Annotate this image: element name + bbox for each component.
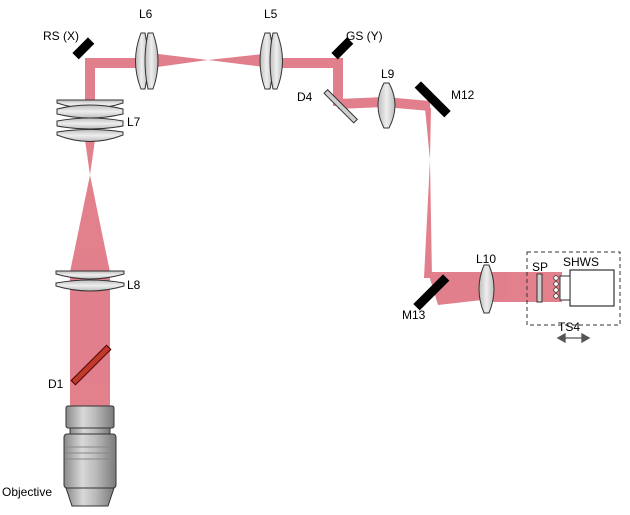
- ts4-arrow: [556, 332, 591, 344]
- ts4-stage-box: [526, 251, 621, 326]
- label-rs: RS (X): [43, 29, 79, 43]
- label-l8: L8: [127, 278, 141, 292]
- mirror-m12: [414, 81, 451, 118]
- label-objective: Objective: [2, 485, 52, 499]
- lens-l8: [55, 270, 125, 292]
- gs-y-scanner: [331, 37, 354, 60]
- mirror-m13: [413, 274, 450, 311]
- label-l9: L9: [381, 67, 395, 81]
- beam-gs-to-d4: [333, 58, 343, 106]
- label-l6: L6: [139, 7, 153, 21]
- lens-l10: [478, 264, 495, 314]
- lens-l7: [56, 99, 124, 142]
- beam-l6-l5: [150, 53, 272, 68]
- beam-l10-to-shws: [482, 272, 562, 302]
- lens-l6: [135, 32, 159, 90]
- label-m12: M12: [451, 88, 475, 102]
- beam-l8-to-objective: [70, 272, 110, 412]
- lens-l5: [259, 32, 283, 90]
- dichroic-d1: [70, 344, 112, 386]
- label-d4: D4: [297, 90, 313, 104]
- beam-l7-to-l8: [70, 140, 110, 272]
- dichroic-d4: [323, 89, 358, 124]
- label-l5: L5: [264, 7, 278, 21]
- objective-lens: [63, 405, 117, 507]
- label-l10: L10: [476, 252, 496, 266]
- label-shws: SHWS: [563, 255, 599, 269]
- lenslet-array: [553, 275, 559, 299]
- shws-sensor: [553, 269, 615, 307]
- laser-beam: [70, 53, 562, 412]
- beam-rs-to-l7: [85, 58, 95, 110]
- label-d1: D1: [48, 377, 64, 391]
- label-gs: GS (Y): [346, 29, 383, 43]
- sp-element: [536, 273, 543, 303]
- label-l7: L7: [127, 115, 141, 129]
- label-sp: SP: [532, 260, 548, 274]
- beam-rs-to-l6: [88, 58, 143, 68]
- label-m13: M13: [402, 308, 426, 322]
- lens-l9: [377, 82, 396, 129]
- label-ts4: TS4: [558, 320, 580, 334]
- rs-x-scanner: [72, 37, 95, 60]
- beam-m12-to-m13: [424, 108, 432, 278]
- beam-l5-to-gs: [272, 58, 339, 68]
